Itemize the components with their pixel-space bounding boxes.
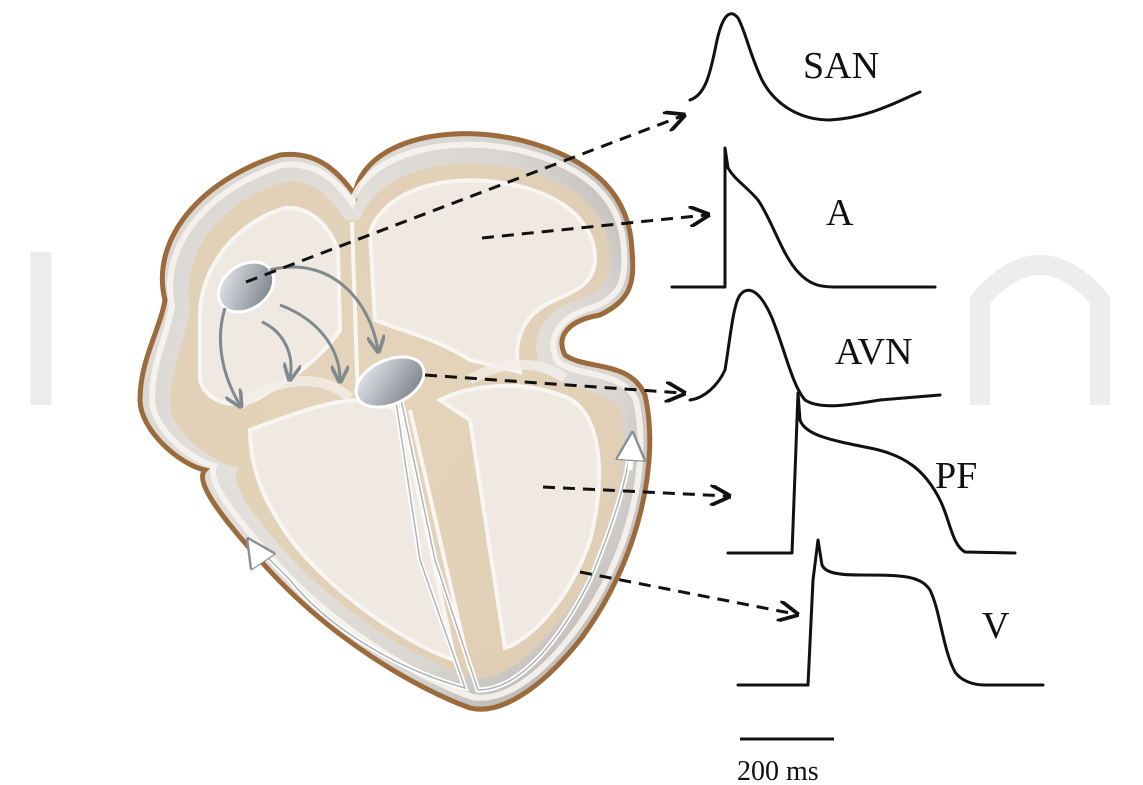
svg-text:I: I xyxy=(10,210,72,455)
label-purkinje: PF xyxy=(935,455,977,497)
scale-bar: 200 ms xyxy=(737,739,834,785)
trace-atrium xyxy=(672,148,935,287)
scale-bar-label: 200 ms xyxy=(737,756,819,785)
label-avn: AVN xyxy=(835,331,912,373)
label-atrium: A xyxy=(826,192,854,234)
heart-illustration xyxy=(140,134,650,709)
label-san: SAN xyxy=(803,45,879,87)
label-ventricle: V xyxy=(982,605,1010,647)
purkinje-arrow-right xyxy=(630,440,632,470)
